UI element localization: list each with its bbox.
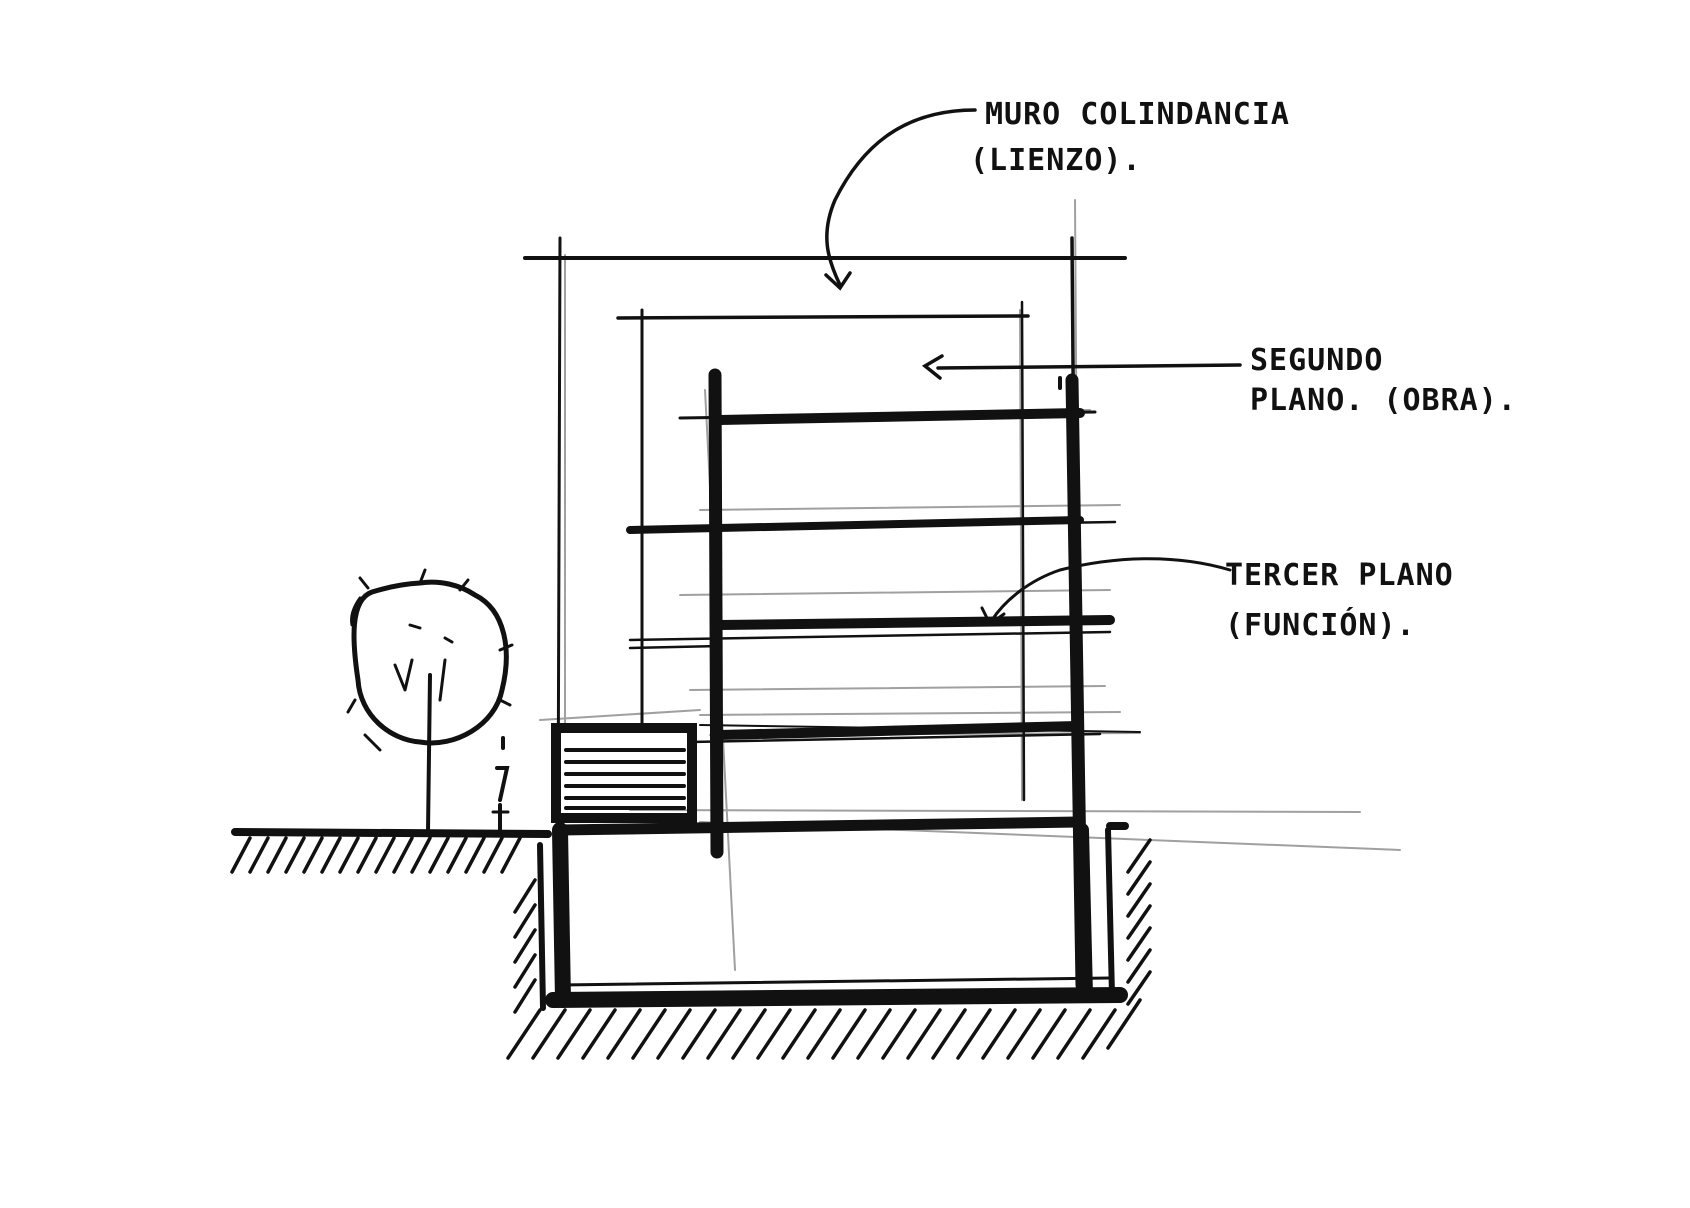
third-plane-structure bbox=[554, 368, 1141, 992]
label-tercer-line1: TERCER PLANO bbox=[1225, 558, 1454, 593]
label-segundo-line1: SEGUNDO bbox=[1250, 343, 1383, 378]
podium-block bbox=[551, 723, 697, 823]
label-muro-line1: MURO COLINDANCIA bbox=[985, 97, 1290, 132]
tree-icon bbox=[346, 568, 514, 834]
earth-hatching bbox=[230, 836, 1152, 1060]
ground-line bbox=[231, 822, 1129, 838]
label-tercer-line2: (FUNCIÓN). bbox=[1225, 606, 1416, 643]
basement-box bbox=[537, 822, 1128, 1011]
label-segundo-line2: PLANO. (OBRA). bbox=[1250, 383, 1517, 418]
boundary-wall-frame bbox=[523, 236, 1127, 987]
label-muro-line2: (LIENZO). bbox=[970, 143, 1142, 178]
second-plane-frame bbox=[616, 300, 1030, 802]
human-figure-icon bbox=[491, 736, 510, 834]
leader-lines bbox=[824, 108, 1242, 627]
annotation-labels: MURO COLINDANCIA (LIENZO). SEGUNDO PLANO… bbox=[970, 97, 1517, 643]
